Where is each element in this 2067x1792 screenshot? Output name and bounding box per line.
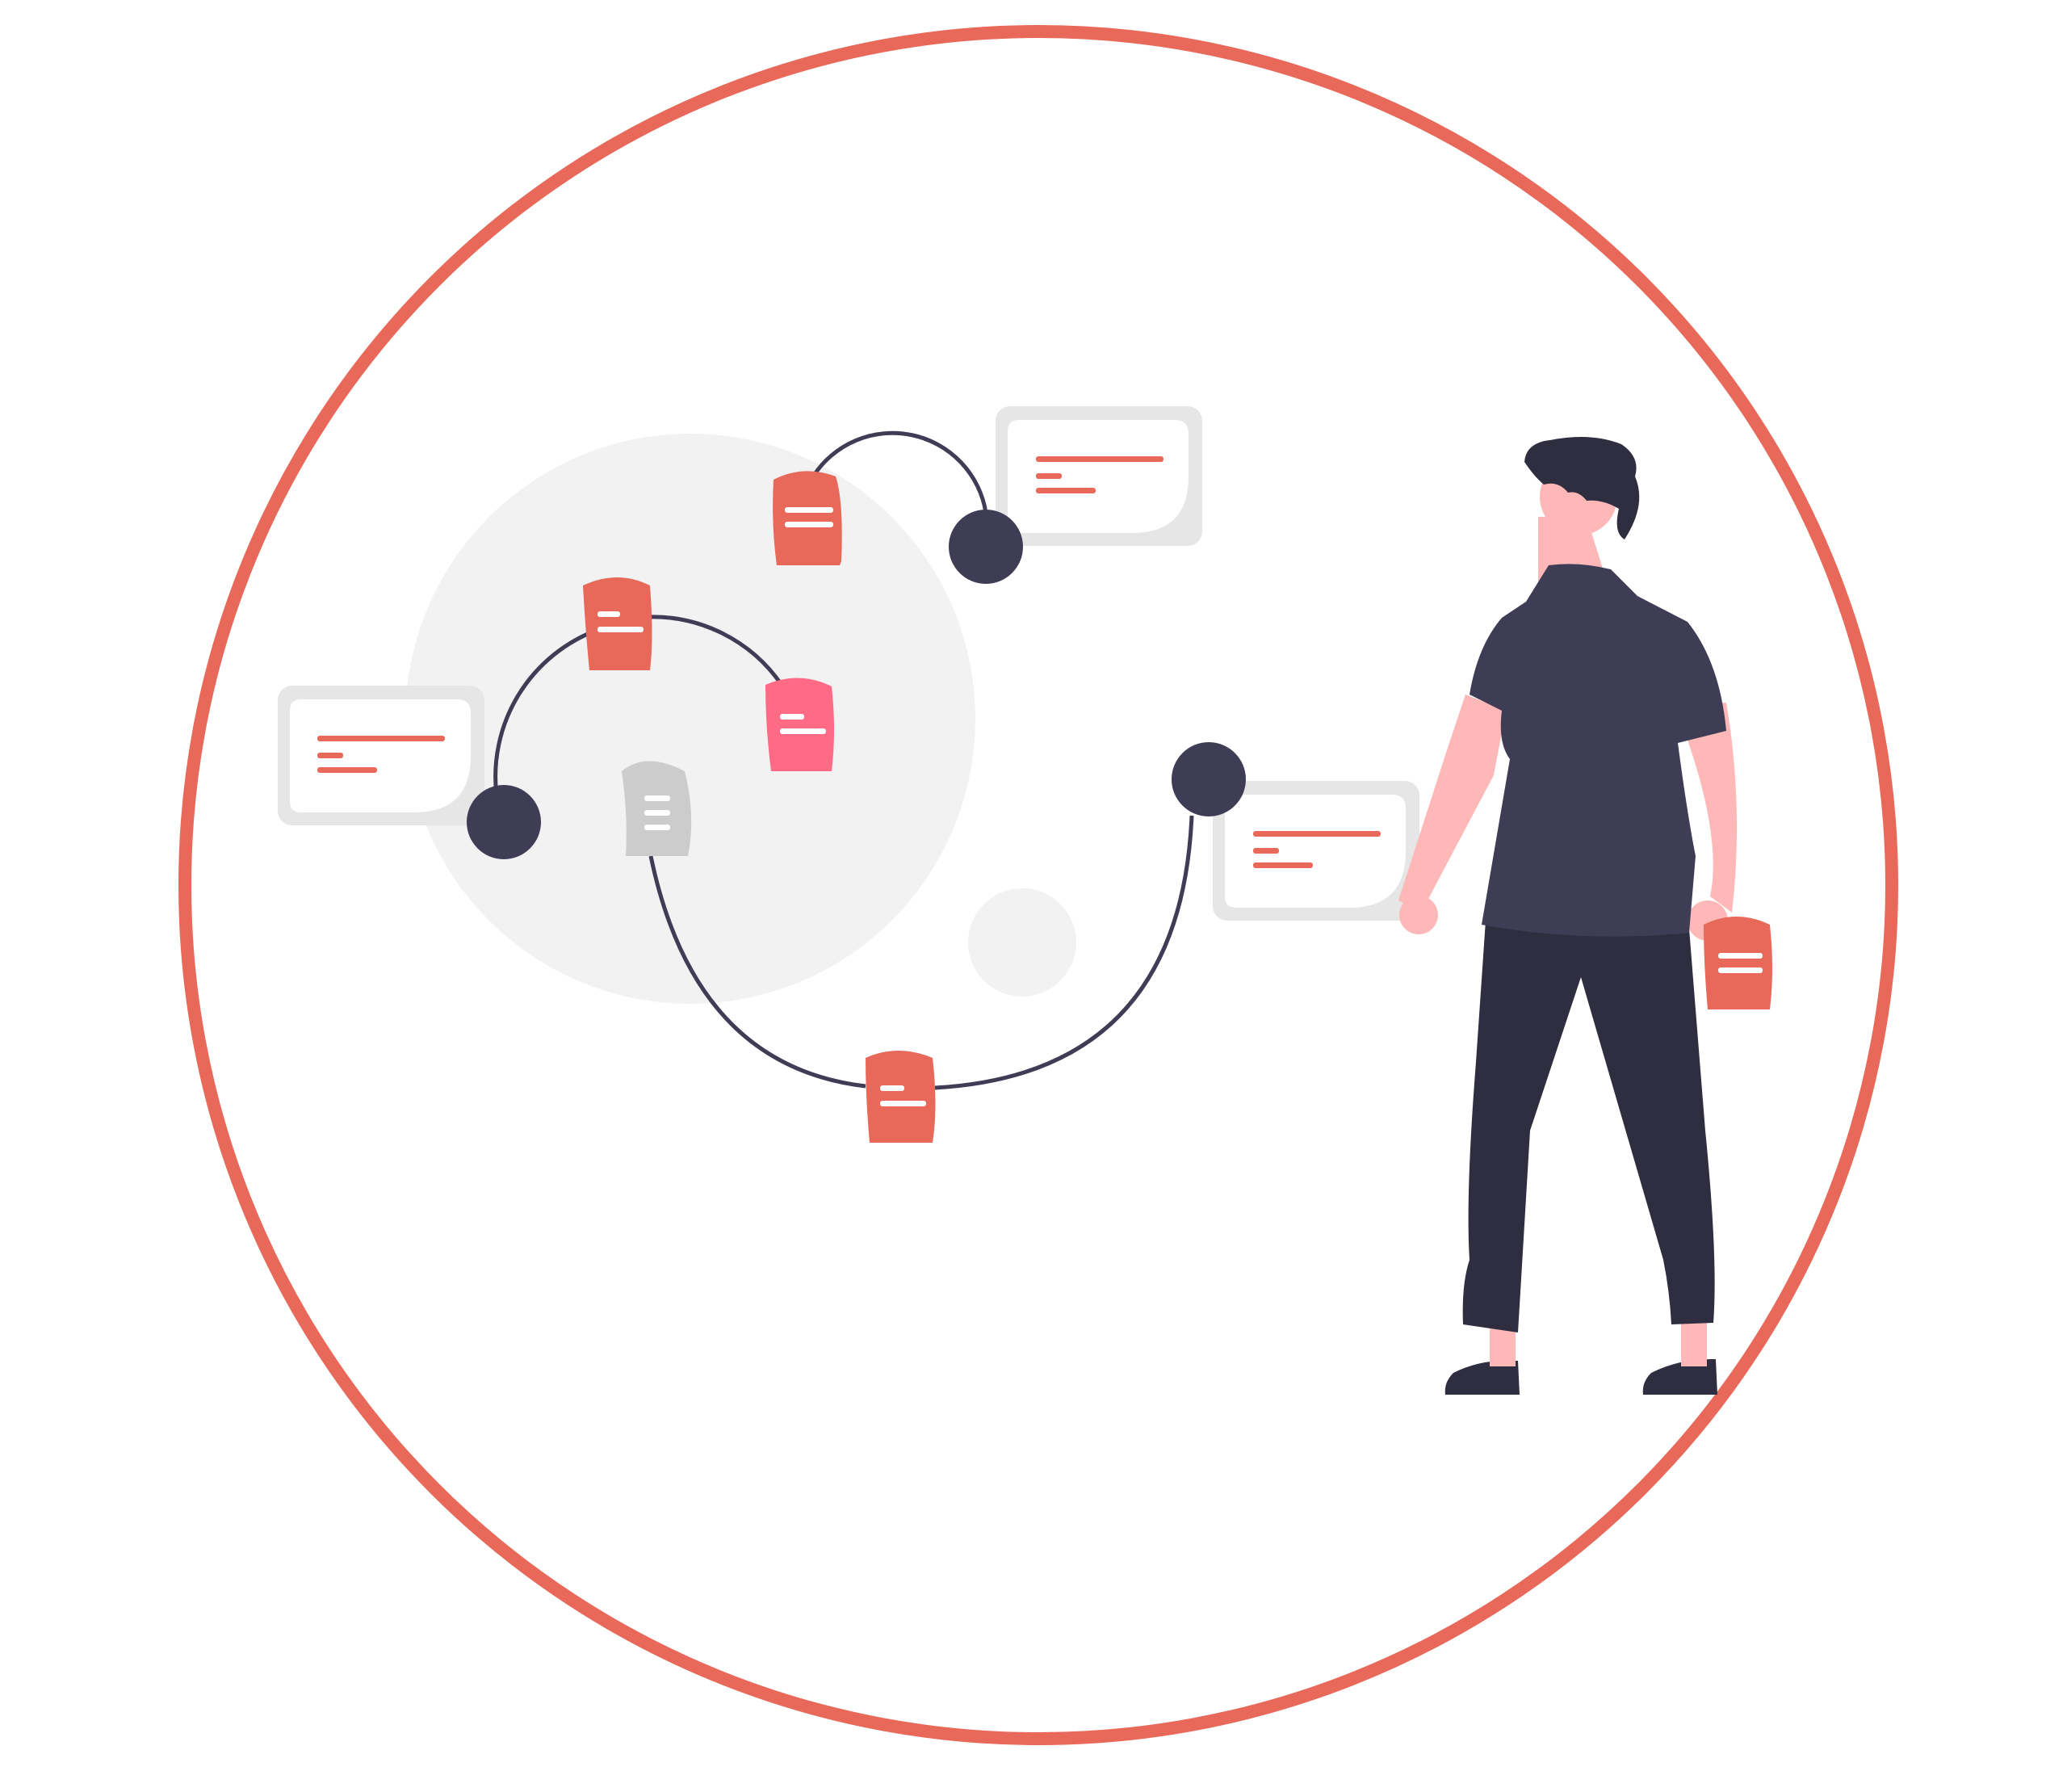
hair (1524, 437, 1640, 539)
connector-arc-top (811, 430, 988, 514)
node-icon-left (467, 785, 541, 859)
document-icon-pink (765, 678, 834, 771)
document-icon-held (1704, 917, 1772, 1009)
node-icon-right (1172, 742, 1246, 816)
right-shoe (1642, 1358, 1717, 1395)
left-arm (1398, 695, 1506, 913)
document-icon-bottom (866, 1051, 936, 1143)
right-arm (1675, 703, 1738, 913)
node-icon-top (949, 510, 1023, 584)
chat-card-icon-top (996, 406, 1202, 546)
document-icon-top (773, 471, 842, 565)
background-circle-large (405, 434, 975, 1004)
connector-arc-left (493, 615, 784, 796)
shirt (1470, 564, 1726, 937)
pants (1462, 921, 1715, 1332)
document-icon-gray (622, 761, 692, 856)
chat-card-icon-right (1213, 781, 1419, 921)
left-hand (1399, 896, 1438, 934)
connector-arc-bottom (648, 815, 1194, 1090)
document-icon-left-upper (583, 577, 652, 670)
person-figure (1398, 437, 1772, 1395)
frame-ring (178, 25, 1898, 1745)
chat-card-icon-left (278, 686, 484, 825)
background-circle-small (968, 888, 1076, 997)
left-shoe (1444, 1360, 1520, 1395)
